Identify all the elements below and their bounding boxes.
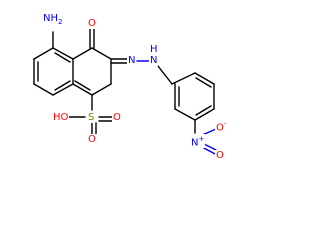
hydrazo-hydrogen-label: H xyxy=(149,44,159,55)
bond xyxy=(194,72,215,85)
bond xyxy=(157,65,173,85)
bond xyxy=(52,83,74,96)
bond xyxy=(194,108,215,121)
sulfur-label: S xyxy=(87,112,96,123)
bond xyxy=(72,47,93,60)
azo-nitrogen-1-label: N xyxy=(127,55,137,66)
bond-double xyxy=(195,105,212,116)
bond xyxy=(91,83,112,96)
azo-nitrogen-2-label: N xyxy=(149,55,159,66)
bond xyxy=(33,47,54,60)
bond-skeleton xyxy=(33,28,218,156)
bond xyxy=(72,83,93,96)
bond xyxy=(33,83,54,96)
bond xyxy=(174,108,196,121)
ketone-oxygen-label: O xyxy=(87,18,97,29)
sulfonic-oh-label: HO xyxy=(52,112,70,123)
bond-double xyxy=(195,77,212,88)
bond-double xyxy=(74,80,91,91)
bond-double xyxy=(54,80,71,91)
nitro-oxygen-bottom-label: O xyxy=(215,150,225,161)
nitro-oxygen-top-label: O- xyxy=(215,119,228,134)
bond-double xyxy=(54,52,71,63)
amine-label: NH2 xyxy=(42,13,64,28)
sulfonyl-oxygen-bottom-label: O xyxy=(87,134,97,145)
molecule-diagram: NH2 O N N H HO S O O N+ O- O xyxy=(33,13,228,161)
sulfonyl-oxygen-right-label: O xyxy=(112,112,122,123)
bond xyxy=(171,72,196,85)
nitro-nitrogen-label: N+ xyxy=(190,134,206,149)
bond xyxy=(91,47,112,60)
bond xyxy=(52,47,74,60)
bond-double xyxy=(201,146,218,156)
